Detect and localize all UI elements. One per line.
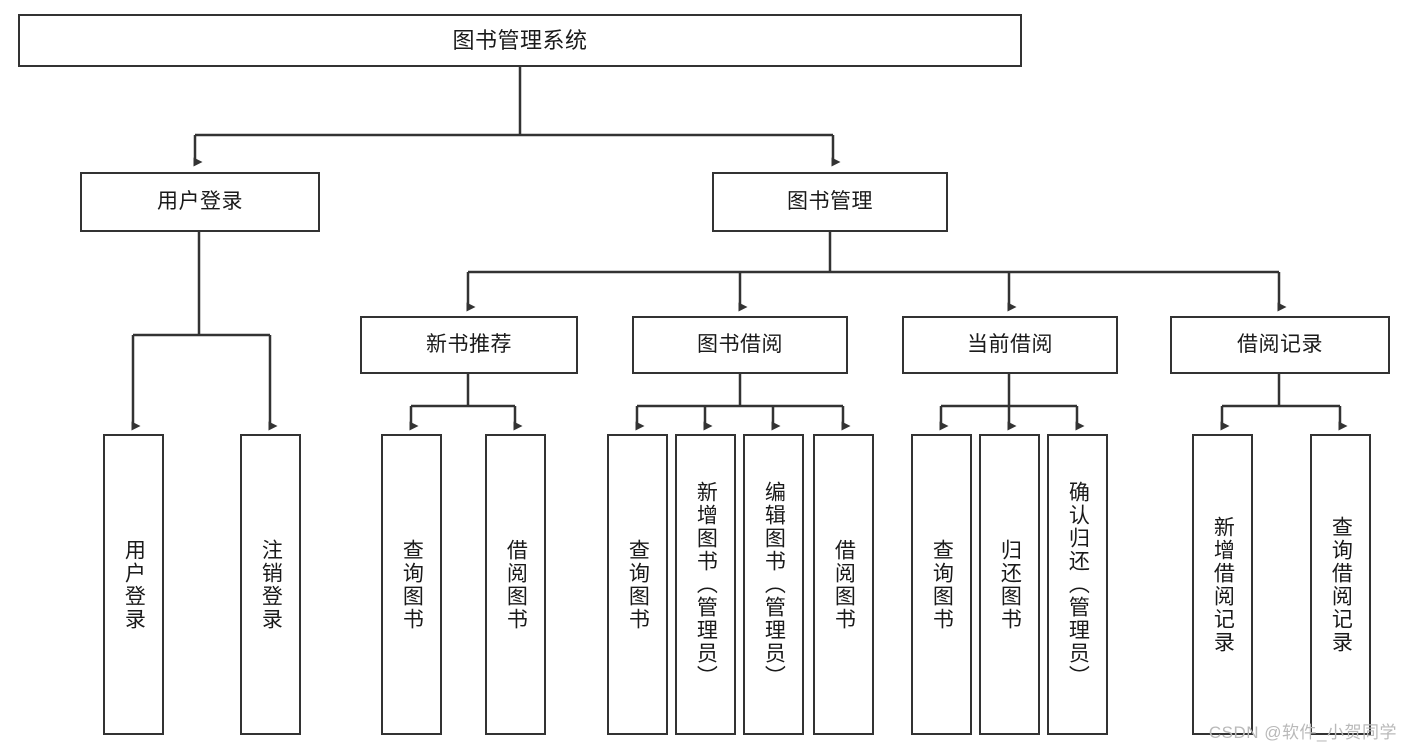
node-book-borrow[interactable]: 图书借阅: [632, 316, 848, 374]
node-user-login[interactable]: 用户登录: [80, 172, 320, 232]
node-leaf-user-login[interactable]: 用户登录: [103, 434, 164, 735]
node-label: 新增图书（管理员）: [694, 481, 718, 688]
node-root-book-management-system[interactable]: 图书管理系统: [18, 14, 1022, 67]
node-leaf-query-book-2[interactable]: 查询图书: [607, 434, 668, 735]
node-label: 查询图书: [400, 538, 424, 631]
node-leaf-query-book-3[interactable]: 查询图书: [911, 434, 972, 735]
node-leaf-borrow-book-1[interactable]: 借阅图书: [485, 434, 546, 735]
node-leaf-add-book[interactable]: 新增图书（管理员）: [675, 434, 736, 735]
node-borrow-record[interactable]: 借阅记录: [1170, 316, 1390, 374]
node-label: 归还图书: [998, 538, 1022, 631]
node-label: 图书借阅: [697, 332, 783, 356]
node-label: 查询借阅记录: [1329, 515, 1353, 654]
node-label: 新增借阅记录: [1211, 515, 1235, 654]
node-label: 新书推荐: [426, 332, 512, 356]
node-book-management[interactable]: 图书管理: [712, 172, 948, 232]
node-label: 查询图书: [626, 538, 650, 631]
node-leaf-borrow-book-2[interactable]: 借阅图书: [813, 434, 874, 735]
node-new-book-recommend[interactable]: 新书推荐: [360, 316, 578, 374]
node-label: 确认归还（管理员）: [1066, 481, 1090, 688]
node-label: 借阅记录: [1237, 332, 1323, 356]
node-leaf-query-record[interactable]: 查询借阅记录: [1310, 434, 1371, 735]
watermark-text: CSDN @软件_小贺同学: [1208, 723, 1397, 742]
node-leaf-query-book-1[interactable]: 查询图书: [381, 434, 442, 735]
node-label: 注销登录: [259, 538, 283, 631]
node-label: 用户登录: [122, 538, 146, 631]
node-label: 编辑图书（管理员）: [762, 481, 786, 688]
node-label: 当前借阅: [967, 332, 1053, 356]
node-leaf-return-book[interactable]: 归还图书: [979, 434, 1040, 735]
node-leaf-add-record[interactable]: 新增借阅记录: [1192, 434, 1253, 735]
node-label: 借阅图书: [504, 538, 528, 631]
node-leaf-confirm-return[interactable]: 确认归还（管理员）: [1047, 434, 1108, 735]
node-label: 图书管理系统: [452, 27, 588, 53]
node-leaf-edit-book[interactable]: 编辑图书（管理员）: [743, 434, 804, 735]
node-current-borrow[interactable]: 当前借阅: [902, 316, 1118, 374]
node-leaf-logout[interactable]: 注销登录: [240, 434, 301, 735]
node-label: 用户登录: [157, 189, 243, 213]
node-label: 查询图书: [930, 538, 954, 631]
node-label: 借阅图书: [832, 538, 856, 631]
node-label: 图书管理: [787, 189, 873, 213]
